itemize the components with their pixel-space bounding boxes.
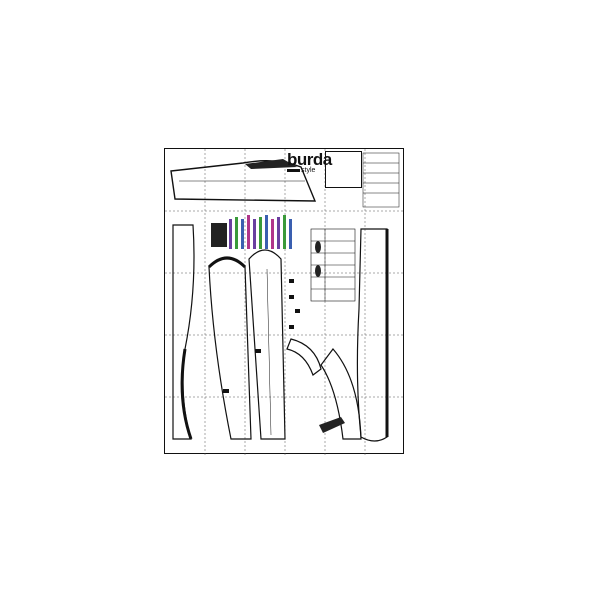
tile-grid	[165, 149, 405, 455]
notch-markers	[223, 279, 300, 393]
brand-bar	[287, 169, 300, 172]
info-table	[362, 152, 400, 208]
size-chart	[310, 228, 356, 302]
brand-logo: burda style	[287, 151, 332, 179]
brand-sub: style	[301, 167, 316, 174]
facing-piece	[286, 338, 322, 376]
front-piece	[208, 257, 252, 440]
pattern-drawing	[165, 149, 405, 455]
pattern-sheet: burda style	[164, 148, 405, 455]
brand-name: burda	[287, 150, 332, 169]
lower-curve-piece	[320, 348, 362, 440]
sleeve-piece	[248, 249, 286, 440]
title-box	[325, 151, 362, 188]
color-legend	[211, 215, 292, 249]
